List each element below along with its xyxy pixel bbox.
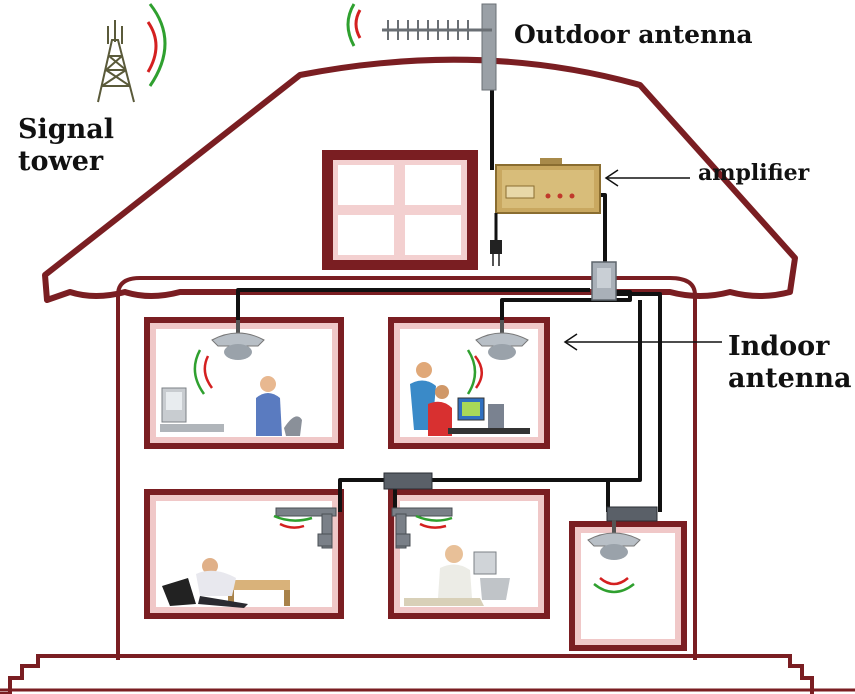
base-steps — [0, 654, 814, 694]
cable-lower-splitter-right — [430, 478, 610, 512]
house — [0, 56, 855, 694]
receptionist-with-headset — [404, 545, 510, 606]
signal-tower-icon — [97, 20, 135, 103]
amplifier-icon — [490, 158, 601, 266]
signal-tower-label: Signal tower — [18, 114, 115, 178]
cable-lower-splitter-left — [338, 478, 388, 512]
coupler-icon — [383, 472, 658, 522]
ceiling-antenna-icon — [211, 320, 265, 360]
office-worker-on-phone — [160, 376, 302, 436]
signal-tower-waves-icon — [146, 3, 167, 87]
amplifier-label: amplifier — [698, 160, 810, 186]
attic-window — [322, 150, 478, 270]
wall-antenna-icon — [275, 507, 337, 549]
couple-at-computer — [410, 362, 530, 436]
ceiling-antenna-icon — [587, 520, 641, 560]
room-frame-bottom-right — [569, 521, 687, 651]
indoor-signal-waves-icon — [193, 349, 635, 594]
outdoor-antenna-signal-icon — [346, 3, 362, 47]
cables — [236, 30, 662, 512]
roof — [42, 56, 798, 303]
cable-splitter-to-top-left — [236, 288, 590, 328]
outdoor-antenna — [382, 3, 497, 91]
cable-splitter-to-right-room — [615, 292, 662, 512]
tired-man-on-bench — [162, 558, 290, 608]
wall-antenna-icon — [391, 507, 453, 549]
indoor-antenna-pointer-arrow — [563, 333, 722, 351]
ceiling-antenna-icon — [475, 320, 529, 360]
walls — [116, 276, 697, 660]
outdoor-antenna-label: Outdoor antenna — [514, 20, 753, 49]
cable-amplifier-to-splitter — [600, 193, 607, 265]
indoor-antenna-label: Indoor antenna — [728, 331, 852, 395]
amplifier-pointer-arrow — [604, 169, 690, 187]
splitter-icon — [591, 261, 617, 301]
